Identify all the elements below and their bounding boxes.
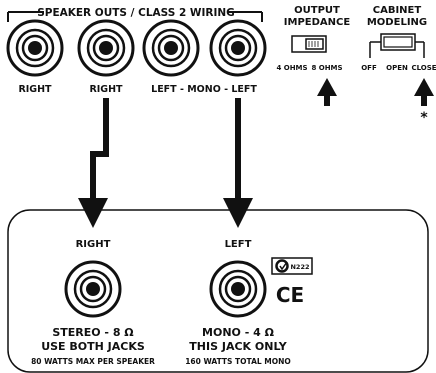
cabinet-close: CLOSE <box>411 64 436 72</box>
cabinet-modeling-title-2: MODELING <box>367 17 427 28</box>
left-connection-arrow-icon <box>223 98 253 228</box>
cabinet-off: OFF <box>361 64 377 72</box>
cabinet-modeling-section: CABINET MODELING OFF OPEN CLOSE * <box>361 5 436 126</box>
impedance-selection-arrow-icon <box>317 78 337 106</box>
lower-right-label: RIGHT <box>76 239 111 250</box>
label-left-mono: LEFT - MONO - LEFT <box>151 84 257 95</box>
left-desc-line1: MONO - 4 Ω <box>202 326 275 339</box>
output-impedance-title-1: OUTPUT <box>294 5 340 16</box>
speaker-outs-title: SPEAKER OUTS / CLASS 2 WIRING <box>37 7 235 19</box>
right-desc-line3: 80 WATTS MAX PER SPEAKER <box>31 357 155 366</box>
jack-right-2 <box>77 19 135 77</box>
speaker-outs-header: SPEAKER OUTS / CLASS 2 WIRING <box>7 7 263 22</box>
left-desc-line2: THIS JACK ONLY <box>189 340 287 353</box>
label-right-1: RIGHT <box>18 84 52 95</box>
cabinet-switch[interactable] <box>380 33 416 51</box>
cabinet-modeling-title-1: CABINET <box>373 5 422 16</box>
jack-right-1 <box>6 19 64 77</box>
c-tick-mark: N222 <box>271 257 313 275</box>
jack-lower-left <box>209 260 267 318</box>
cabinet-selection-arrow-icon <box>414 78 434 106</box>
ce-mark: CE <box>276 283 304 307</box>
cabinet-open: OPEN <box>386 64 408 72</box>
lower-left-label: LEFT <box>225 239 252 250</box>
impedance-4-ohms: 4 OHMS <box>276 64 307 72</box>
jack-left-mono-1 <box>142 19 200 77</box>
jack-left-mono-2 <box>209 19 267 77</box>
impedance-8-ohms: 8 OHMS <box>311 64 342 72</box>
left-desc-line3: 160 WATTS TOTAL MONO <box>185 357 291 366</box>
label-right-2: RIGHT <box>89 84 123 95</box>
right-connection-arrow-icon <box>78 98 109 228</box>
output-impedance-title-2: IMPEDANCE <box>284 17 351 28</box>
right-desc-line1: STEREO - 8 Ω <box>52 326 134 339</box>
cabinet-footnote-asterisk: * <box>420 110 428 126</box>
output-impedance-section: OUTPUT IMPEDANCE 4 OHMS 8 OHMS <box>276 5 350 106</box>
right-desc-line2: USE BOTH JACKS <box>41 340 145 353</box>
impedance-switch[interactable] <box>291 35 327 53</box>
jack-lower-right <box>64 260 122 318</box>
c-tick-code: N222 <box>290 263 309 271</box>
